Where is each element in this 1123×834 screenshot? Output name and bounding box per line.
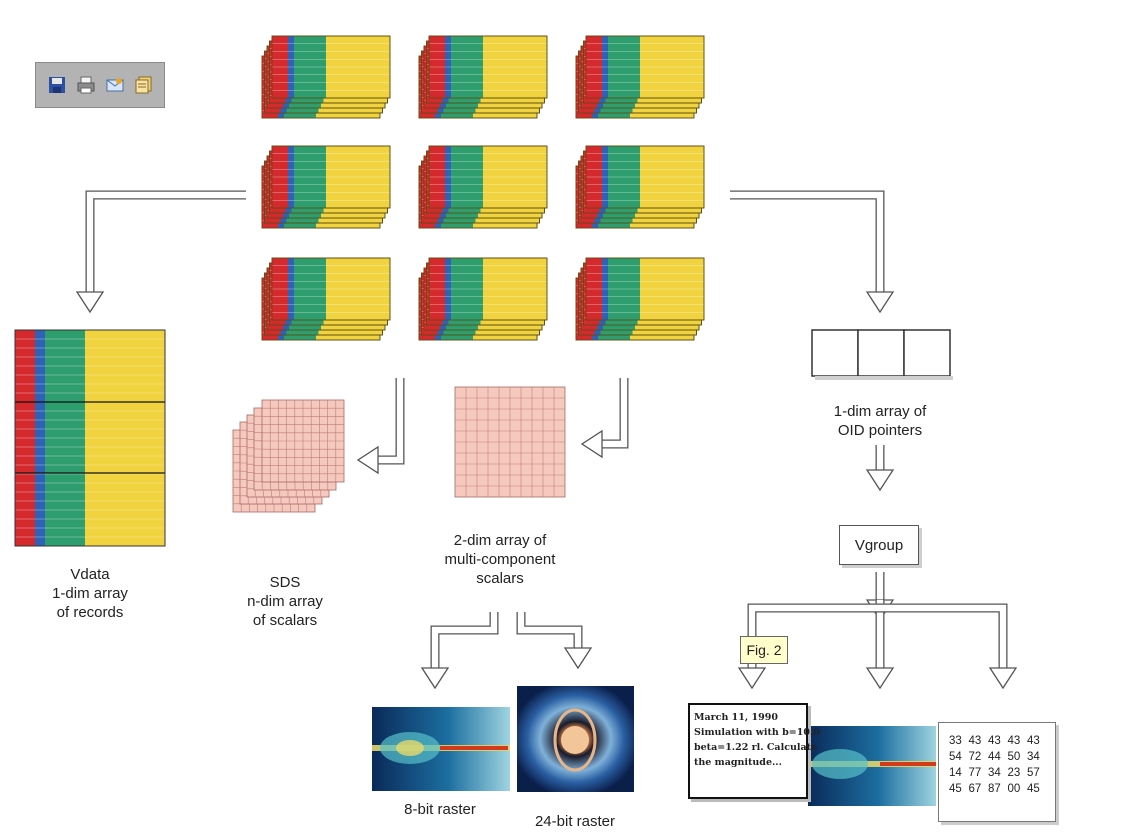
table-cell: 77 bbox=[968, 767, 982, 779]
table-cell: 14 bbox=[949, 767, 962, 779]
note-line: the magnitude... bbox=[694, 757, 782, 768]
vgroup-image bbox=[808, 726, 936, 806]
multi-component-label: 2-dim array of multi-component scalars bbox=[444, 532, 556, 587]
source-record-stacks bbox=[261, 35, 705, 341]
record-stack bbox=[575, 35, 705, 119]
pages-icon[interactable] bbox=[132, 73, 156, 97]
table-cell: 43 bbox=[1027, 735, 1040, 747]
table-row: 33 43 43 43 43 bbox=[949, 733, 1055, 749]
table-cell: 33 bbox=[949, 735, 962, 747]
number-table: 33 43 43 43 43 54 72 44 50 34 14 77 34 2… bbox=[938, 722, 1056, 822]
record-stack bbox=[418, 257, 548, 341]
table-cell: 57 bbox=[1027, 767, 1040, 779]
table-cell: 72 bbox=[968, 751, 982, 763]
table-cell: 45 bbox=[1027, 783, 1040, 795]
annotation-note: March 11, 1990 Simulation with b=10.0 be… bbox=[688, 703, 820, 799]
table-row: 45 67 87 00 45 bbox=[949, 781, 1055, 797]
record-stack bbox=[575, 145, 705, 229]
vdata-label: Vdata 1-dim array of records bbox=[52, 566, 128, 621]
record-stack bbox=[261, 257, 391, 341]
table-cell: 43 bbox=[1007, 735, 1021, 747]
record-stack bbox=[261, 145, 391, 229]
table-cell: 87 bbox=[988, 783, 1001, 795]
table-cell: 67 bbox=[968, 783, 982, 795]
table-cell: 43 bbox=[968, 735, 982, 747]
note-line: Simulation with b=10.0 bbox=[694, 727, 820, 738]
raster-8bit-label: 8-bit raster bbox=[404, 801, 476, 818]
raster-24bit-image bbox=[517, 686, 634, 792]
table-cell: 50 bbox=[1007, 751, 1021, 763]
figure-tag: Fig. 2 bbox=[740, 636, 788, 664]
raster-24bit-label: 24-bit raster bbox=[534, 813, 616, 830]
multi-component-grid bbox=[454, 386, 566, 498]
table-row: 54 72 44 50 34 bbox=[949, 749, 1055, 765]
table-cell: 34 bbox=[1027, 751, 1040, 763]
record-stack bbox=[418, 35, 548, 119]
mail-icon[interactable] bbox=[103, 73, 127, 97]
sds-array-stack bbox=[232, 399, 345, 513]
record-stack bbox=[418, 145, 548, 229]
oid-pointer-array bbox=[811, 329, 953, 380]
save-icon[interactable] bbox=[45, 73, 69, 97]
sds-label: SDS n-dim array of scalars bbox=[247, 574, 323, 629]
table-cell: 45 bbox=[949, 783, 962, 795]
vgroup-box: Vgroup bbox=[839, 525, 919, 565]
table-cell: 23 bbox=[1007, 767, 1021, 779]
table-cell: 44 bbox=[988, 751, 1001, 763]
raster-8bit-image bbox=[372, 707, 510, 791]
print-icon[interactable] bbox=[74, 73, 98, 97]
table-cell: 43 bbox=[988, 735, 1001, 747]
flow-arrows bbox=[75, 190, 1018, 690]
table-cell: 34 bbox=[988, 767, 1001, 779]
table-cell: 00 bbox=[1007, 783, 1021, 795]
record-stack bbox=[575, 257, 705, 341]
record-stack bbox=[261, 35, 391, 119]
toolbar bbox=[35, 62, 165, 108]
vdata-table bbox=[14, 329, 166, 547]
table-row: 14 77 34 23 57 bbox=[949, 765, 1055, 781]
oid-label: 1-dim array of OID pointers bbox=[833, 403, 927, 439]
table-cell: 54 bbox=[949, 751, 962, 763]
note-line: March 11, 1990 bbox=[694, 712, 778, 723]
note-line: beta=1.22 rl. Calculate bbox=[694, 742, 818, 753]
